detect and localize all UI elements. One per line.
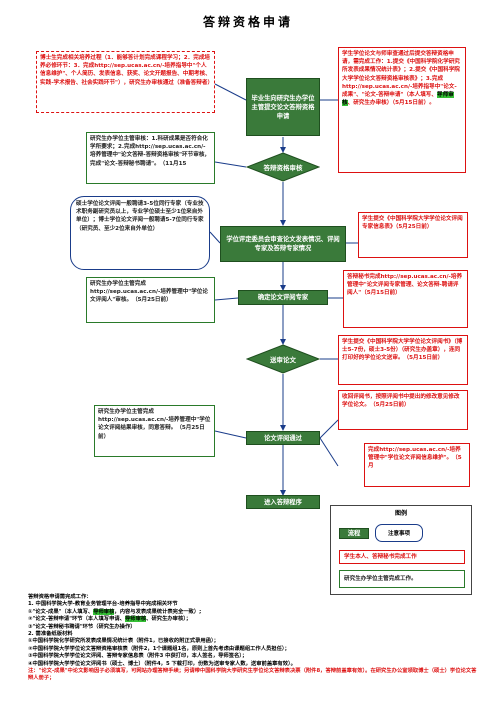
legend-title: 图例: [394, 510, 407, 517]
office-review-box: 研究生办学位主管审核：1.科研成果是否符合化学所要求；2.完成http://se…: [86, 132, 215, 184]
secretary-task-box: 答辩秘书完成http://sep.ucas.ac.cn/-培养管理中"论文评阅专…: [343, 270, 468, 328]
notes-line: ④中国科学院大学学位论文评阅书（硕士、博士）（附件4，5 下载打印，份数为送审专…: [28, 660, 296, 667]
decision-eligibility-review-label: 答辩资格审核: [263, 164, 303, 172]
student-application-text-b: 、研究生办审核）（5月15日前）。: [347, 100, 435, 107]
notes-line: ②中国科学院大学学位论文答辩资格审核表（附件2，1个课题组1名，原则上首先考虑由…: [28, 645, 290, 652]
student-application-text-a: 学生学位论文与师审查通过后提交答辩资格申请，需完成工作：1.提交《中国科学院化学…: [342, 51, 460, 99]
notes-line: 2. 需准备纸版材料: [28, 631, 73, 638]
legend-notes-sample: 注意事项: [375, 524, 423, 542]
flow-step-enter-defense: 进入答辩程序: [246, 495, 320, 509]
notes-line: ①中国科学院化学研究所发表成果情况统计表（附件1，已接收的附正式录用函）；: [28, 638, 219, 645]
review-form-submission-box: 学生提交《中国科学院大学学位论文评阅书》（博士5-7份，硕士3-5份）（研究生办…: [338, 335, 468, 385]
requirements-notes: 答辩资格申请需完成工作： 1. 中国科学院大学-教育业务管理平台-培养指导中完成…: [28, 594, 478, 683]
legend-panel: 图例 流程 注意事项 学生本人、答辩秘书完成工作 研究生办学位主管完成工作。: [330, 505, 472, 595]
reviewer-info-box: 学生提交《中国科学院大学学位论文评阅专家信息表》（5月25日前）: [358, 212, 468, 258]
legend-flow-sample: 流程: [339, 528, 369, 539]
page-title: 答辩资格申请: [202, 15, 293, 29]
notes-remark: 注："论文-成果"中论文影响因子必须填写，可网站办理答辩手续；另请带中国科学院大…: [28, 668, 477, 682]
flow-step-select-reviewers: 确定论文评阅专家: [238, 290, 328, 305]
flow-step-submit-application: 毕业生向研究生办学位主管提交论文答辩资格申请: [246, 78, 320, 136]
notes-line: ③"论文-答辩秘书聘请"环节（研究生办操作）: [28, 623, 136, 630]
decision-send-thesis-label: 送审论文: [270, 356, 296, 364]
notes-line: 1. 中国科学院大学-教育业务管理平台-培养指导中完成相关环节: [28, 601, 178, 608]
advisor-review-highlight: 导师审核: [93, 608, 115, 615]
advisor-review-highlight: 导师审核: [124, 616, 147, 623]
decision-eligibility-review: 答辩资格审核: [246, 152, 320, 182]
revise-thesis-box: 收回评阅书，按照评阅书中提出的修改意见修改学位论文。（5月25日前）: [338, 390, 468, 430]
prerequisite-box: 博士生完成相关培养过程（1．能够答计划完成课程学习；2．完成培养必修环节：3．完…: [36, 51, 215, 113]
notes-line: ③中国科学院大学学位论文评阅、答辩专家信息表（附件3 中获打印，本人签名，导师签…: [28, 653, 248, 660]
reviewer-audit-box: 研究生办学位主管完成http://sep.ucas.ac.cn/-培养管理中"学…: [86, 277, 215, 323]
review-result-audit-box: 研究生办学位主管完成http://sep.ucas.ac.cn/-培养管理中"学…: [94, 405, 215, 457]
notes-heading: 答辩资格申请需完成工作：: [28, 594, 92, 600]
notes-line: ①"论文-成果"（本人填写、导师审核，内容与发表成果统计表完全一致）;: [28, 608, 202, 615]
flow-step-committee-review: 学位评定委员会审查论文发表情况、评阅专家及答辩专家情况: [220, 226, 346, 262]
legend-student-sample: 学生本人、答辩秘书完成工作: [339, 550, 465, 564]
flow-step-review-passed: 论文评阅通过: [246, 431, 320, 445]
student-application-box: 学生学位论文与师审查通过后提交答辩资格申请，需完成工作：1.提交《中国科学院化学…: [338, 47, 466, 173]
decision-send-thesis: 送审论文: [246, 344, 320, 374]
notes-line: ②"论文-答辩申请"环节（本人填写申请、导师审核、研究生办审核）；: [28, 616, 192, 623]
review-info-maintenance-box: 完成http://sep.ucas.ac.cn/-培养管理中"学位论文评阅信息维…: [364, 443, 470, 487]
legend-office-sample: 研究生办学位主管完成工作。: [339, 570, 465, 588]
reviewer-requirements-box: 硕士学位论文评阅一般聘请3-5位同行专家（专业技术职务副研究员以上，专业学位硕士…: [70, 196, 210, 270]
